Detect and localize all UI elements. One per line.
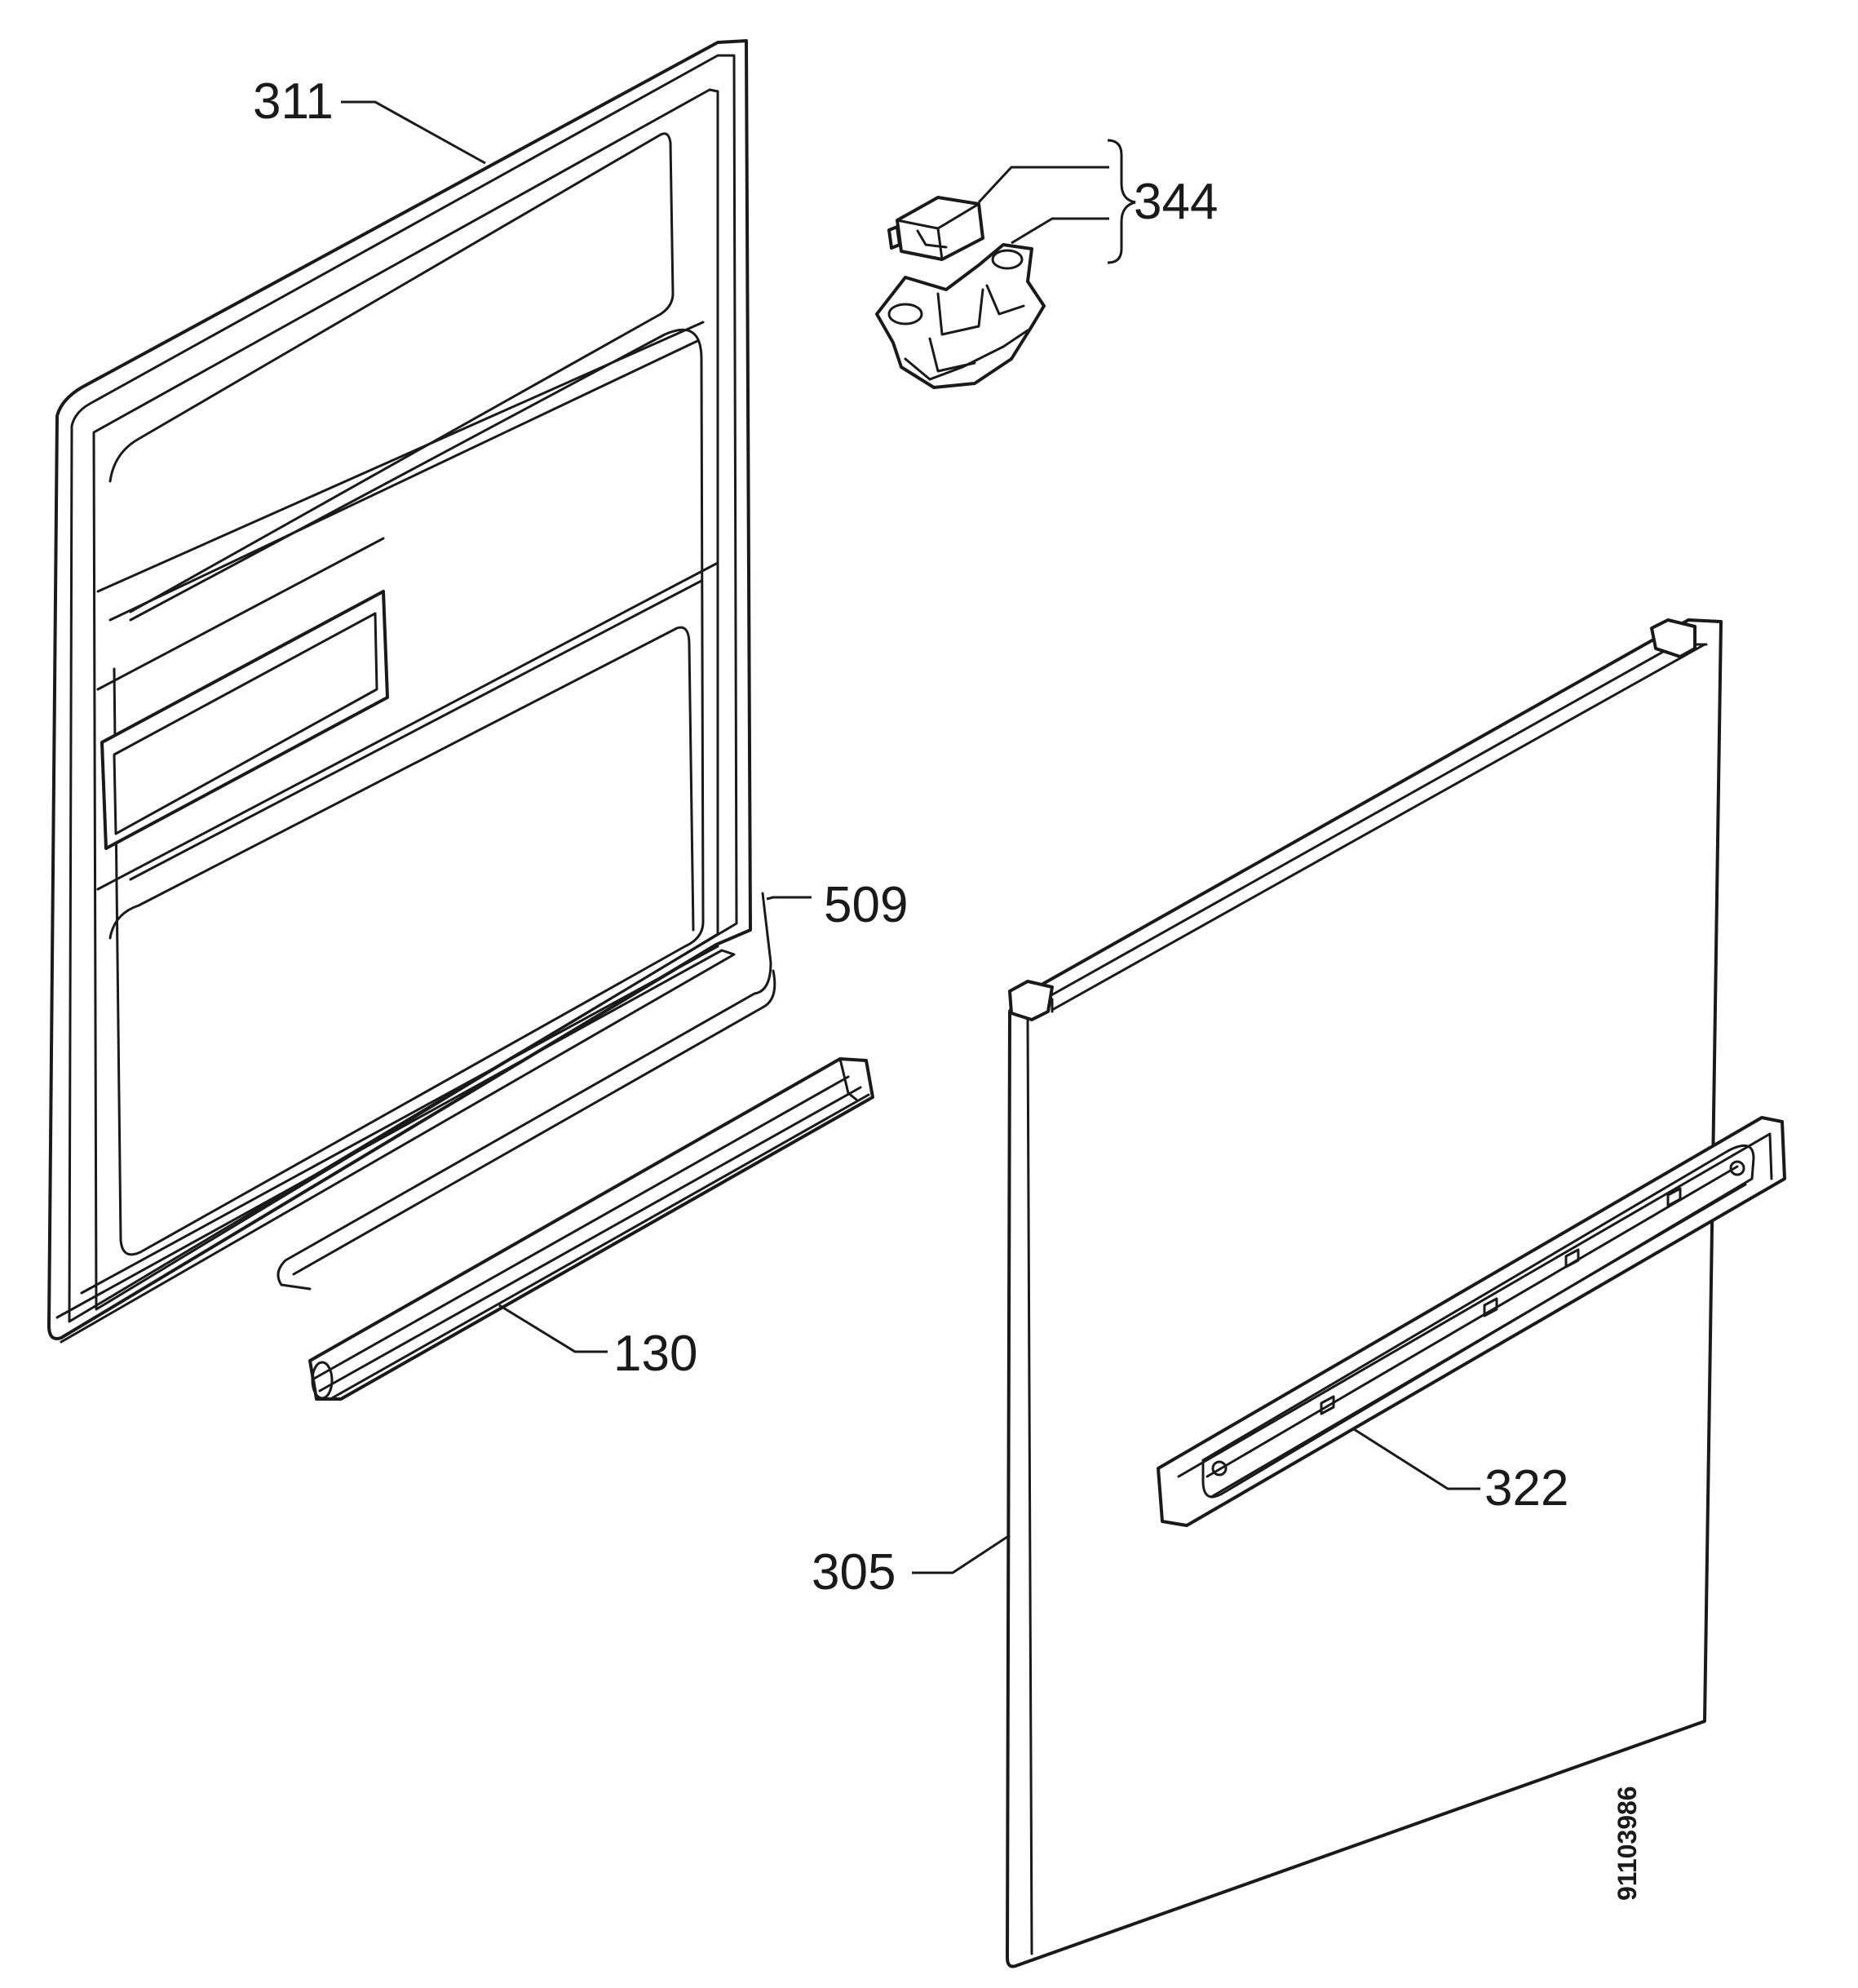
- callout-130: 130: [498, 1304, 697, 1382]
- callout-305: 305: [812, 1534, 1011, 1601]
- callout-label-322: 322: [1484, 1460, 1568, 1516]
- callout-311: 311: [253, 73, 486, 165]
- callout-label-509: 509: [824, 877, 908, 933]
- callout-label-305: 305: [812, 1544, 896, 1601]
- callout-509: 509: [766, 877, 908, 933]
- callout-322: 322: [1353, 1428, 1568, 1516]
- inner-door-part-311: [47, 39, 752, 1344]
- outer-panel-part-305: [1006, 618, 1723, 1968]
- hinge-wire-part-509: [276, 892, 776, 1291]
- latch-assembly-part-344: [875, 196, 1046, 389]
- leader-line-322: [1353, 1428, 1480, 1490]
- callout-label-344: 344: [1134, 174, 1218, 230]
- callout-344: 344: [977, 139, 1218, 264]
- leader-line-311: [341, 100, 486, 165]
- leader-line-130: [498, 1304, 608, 1353]
- callout-label-130: 130: [613, 1326, 697, 1382]
- seal-strip-part-130: [308, 1057, 874, 1401]
- leader-line-509: [766, 896, 812, 901]
- leader-line-344-upper: [977, 166, 1109, 204]
- drawing-number: 91103986: [1612, 1786, 1642, 1901]
- leader-line-344-lower: [1011, 217, 1109, 245]
- callout-brace-344: [1107, 139, 1136, 264]
- handle-rail-part-322: [1157, 1116, 1786, 1527]
- leader-line-305: [912, 1534, 1011, 1574]
- callout-label-311: 311: [253, 73, 334, 130]
